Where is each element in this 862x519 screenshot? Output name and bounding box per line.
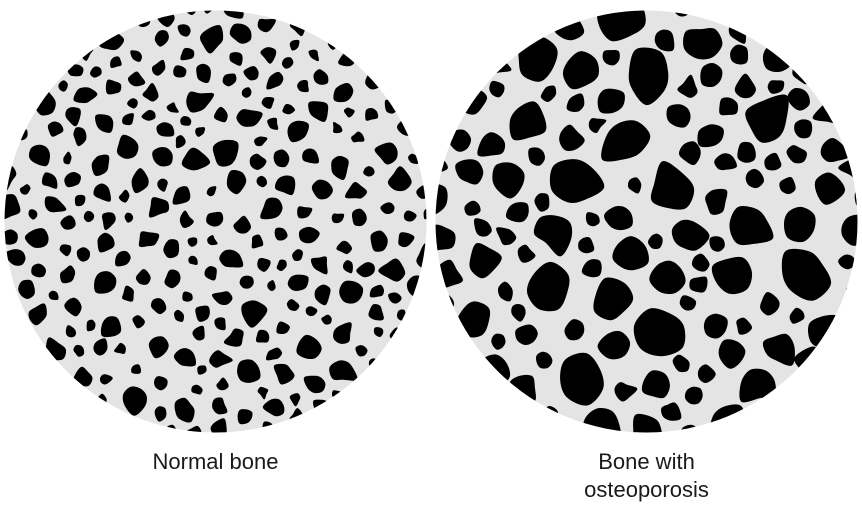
bone-pore (313, 400, 328, 414)
osteoporosis-bone-caption: Bone with osteoporosis (431, 448, 862, 504)
bone-pore (763, 43, 796, 72)
osteoporosis-bone-panel: Bone with osteoporosis (431, 0, 862, 519)
normal-bone-caption: Normal bone (0, 448, 431, 476)
bone-pore (689, 277, 707, 293)
bone-pore (397, 310, 406, 321)
bone-pore (485, 54, 511, 75)
normal-bone-cross-section (4, 4, 427, 439)
osteoporosis-caption-line-2: osteoporosis (431, 476, 862, 504)
osteoporosis-bone-cross-section (435, 4, 858, 439)
osteoporosis-caption-line-1: Bone with (431, 448, 862, 476)
bone-pore (332, 390, 341, 399)
normal-bone-panel: Normal bone (0, 0, 431, 519)
bone-pore (846, 284, 858, 302)
bone-pore (369, 358, 380, 368)
bone-pore (385, 100, 398, 114)
bone-pore (365, 70, 384, 90)
bone-pore (5, 249, 26, 266)
bone-pore (397, 115, 422, 136)
bone-pore (808, 315, 849, 350)
normal-bone-caption-line-1: Normal bone (0, 448, 431, 476)
